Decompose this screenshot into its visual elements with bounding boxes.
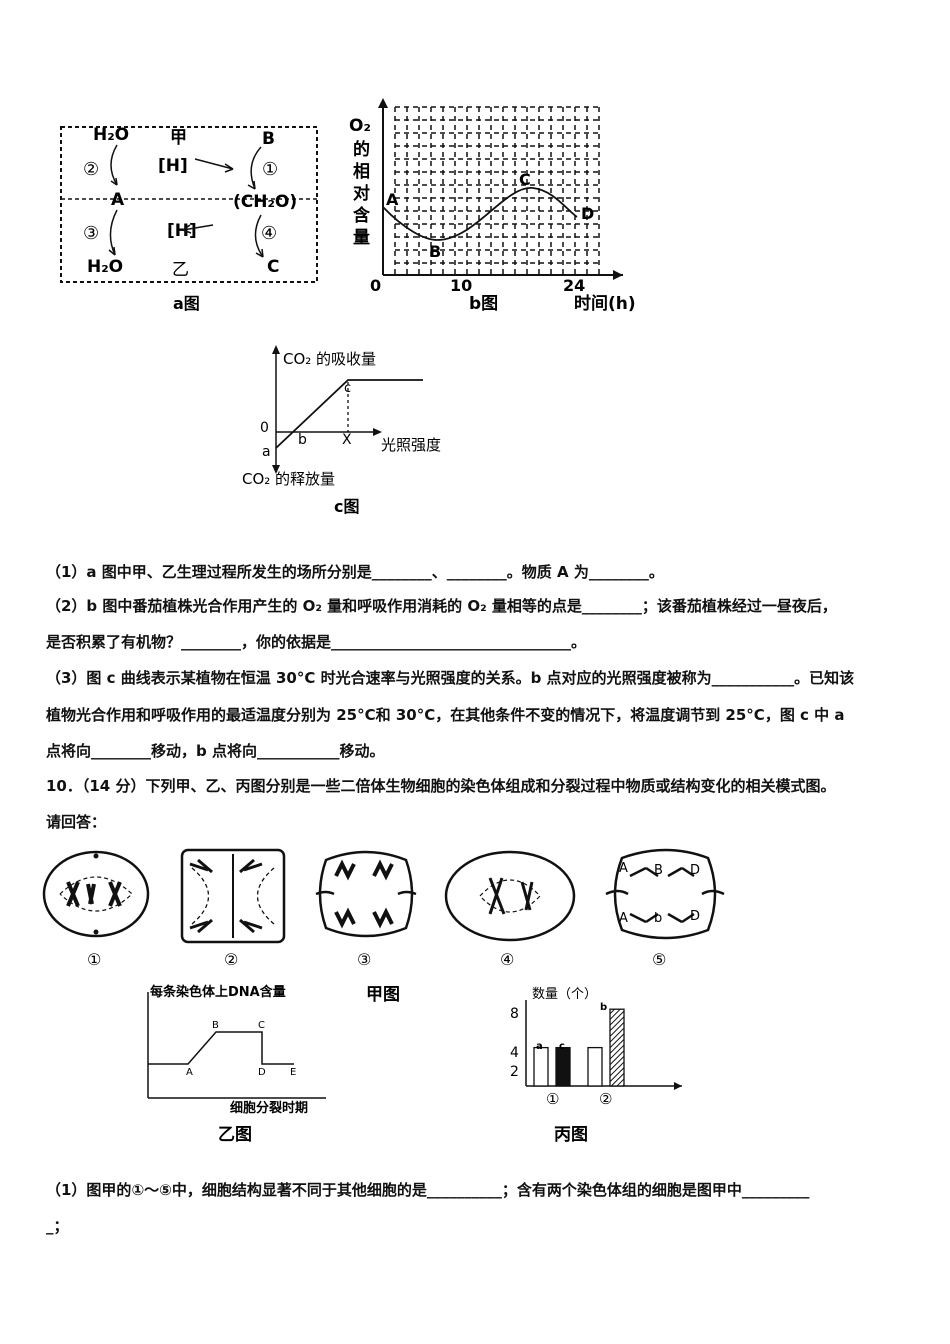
- y-bottom-label: CO₂ 的释放量: [242, 470, 335, 488]
- bar-c-1: [555, 1046, 571, 1087]
- h2o-bottom: H₂O: [87, 257, 123, 277]
- y-tick-8: 8: [510, 1006, 519, 1022]
- bar-label-c: c: [559, 1041, 565, 1052]
- point-c: C: [519, 170, 531, 189]
- figure-a-caption: a图: [173, 294, 200, 313]
- point-d: D: [581, 204, 594, 223]
- step-4: ④: [261, 223, 277, 244]
- y-label-1: 的: [353, 139, 370, 160]
- bar-label-b: b: [600, 1002, 607, 1013]
- a-label: A: [111, 190, 125, 210]
- x-tick-0: 0: [370, 276, 381, 295]
- jia-label: 甲: [170, 128, 187, 148]
- ch2o-label: (CH₂O): [233, 192, 297, 212]
- point-b: B: [429, 242, 441, 261]
- q9-part3-line3: 点将向________移动，b 点将向___________移动。: [46, 742, 385, 760]
- figure-c-caption: c图: [334, 497, 360, 516]
- x-axis-label: 细胞分裂时期: [230, 1100, 308, 1116]
- jia-caption: 甲图: [366, 985, 400, 1005]
- y-top-label: CO₂ 的吸收量: [283, 350, 376, 368]
- cell5-label-d1: D: [690, 863, 700, 878]
- yi-point-b: B: [212, 1020, 219, 1031]
- figure-c: CO₂ 的吸收量 c 0 a b X 光照强度 CO₂ 的释放量 c图: [242, 345, 441, 516]
- x-tick-10: 10: [450, 276, 472, 295]
- q9-part3-line2: 植物光合作用和呼吸作用的最适温度分别为 25°C和 30°C，在其他条件不变的情…: [46, 706, 845, 724]
- yi-point-d: D: [258, 1067, 266, 1078]
- q9-part3-line1: （3）图 c 曲线表示某植物在恒温 30°C 时光合速率与光照强度的关系。b 点…: [46, 669, 855, 687]
- step-2: ②: [83, 159, 99, 180]
- cell5-label-a2: A: [619, 911, 628, 926]
- point-b: b: [298, 432, 307, 448]
- cell5-label-d2: D: [690, 909, 700, 924]
- figure-bing-chart: 数量（个） 8 4 2 a c b ① ② 丙图: [510, 987, 682, 1145]
- figure-b: O₂ 的 相 对 含 量 A B C D 0 10 24 b图 时间(h): [349, 98, 636, 314]
- y-tick-4: 4: [510, 1045, 519, 1061]
- figure-jia: A B D A b D ① ② ③ ④ ⑤ 甲图: [42, 848, 725, 1005]
- q9-part1: （1）a 图中甲、乙生理过程所发生的场所分别是________、________…: [46, 563, 664, 581]
- h-bottom: [H]: [167, 221, 197, 241]
- bar-c-2: [609, 1008, 625, 1087]
- group-label-1: ①: [546, 1090, 559, 1108]
- figure-a: H₂O 甲 B ② [H] ① A (CH₂O) ③ [H] ④ H₂O 乙 C…: [60, 125, 318, 313]
- x-tick-24: 24: [563, 276, 585, 295]
- yi-point-c: C: [258, 1020, 265, 1031]
- bing-caption: 丙图: [554, 1125, 588, 1145]
- point-a: a: [262, 444, 271, 460]
- y-label-5: 量: [353, 227, 370, 248]
- h2o-top: H₂O: [93, 125, 129, 145]
- q9-part2-line2: 是否积累了有机物？________，你的依据是_________________…: [46, 633, 587, 651]
- yi-point-e: E: [290, 1067, 296, 1078]
- q10-intro-line1: 10．（14 分）下列甲、乙、丙图分别是一些二倍体生物细胞的染色体组成和分裂过程…: [46, 777, 836, 795]
- c-label: C: [267, 257, 279, 277]
- y-axis-label: 每条染色体上DNA含量: [150, 984, 286, 1000]
- cell5-label-b2: b: [654, 911, 662, 926]
- point-c: c: [344, 381, 351, 396]
- group-label-2: ②: [599, 1090, 612, 1108]
- y-label-3: 对: [353, 183, 370, 204]
- yi-label: 乙: [172, 260, 189, 280]
- y-tick-2: 2: [510, 1064, 519, 1080]
- cell-label-5: ⑤: [652, 950, 666, 969]
- point-x: X: [342, 432, 352, 448]
- q10-part1-line2: _；: [46, 1217, 69, 1235]
- cell5-label-a1: A: [619, 861, 628, 876]
- cell-label-3: ③: [357, 950, 371, 969]
- q9-part2-line1: （2）b 图中番茄植株光合作用产生的 O₂ 量和呼吸作用消耗的 O₂ 量相等的点…: [46, 597, 837, 615]
- figure-yi: 每条染色体上DNA含量 A B C D E 细胞分裂时期 乙图: [147, 984, 326, 1145]
- zero-label: 0: [260, 420, 269, 436]
- y-label-0: O₂: [349, 116, 371, 136]
- yi-caption: 乙图: [218, 1125, 252, 1145]
- h-top: [H]: [158, 156, 188, 176]
- y-axis-label: 数量（个）: [532, 987, 597, 1002]
- step-3: ③: [83, 223, 99, 244]
- figure-b-caption: b图: [469, 294, 498, 314]
- x-axis-label: 光照强度: [381, 436, 441, 454]
- cell-label-1: ①: [87, 950, 101, 969]
- cell-label-4: ④: [500, 950, 514, 969]
- x-axis-label: 时间(h): [574, 293, 636, 314]
- q10-part1-line1: （1）图甲的①～⑤中，细胞结构显著不同于其他细胞的是__________；含有两…: [46, 1181, 810, 1199]
- cell-label-2: ②: [224, 950, 238, 969]
- cell5-label-b: B: [654, 863, 663, 878]
- y-label-4: 含: [353, 205, 371, 226]
- y-label-2: 相: [353, 161, 370, 182]
- step-1: ①: [262, 159, 278, 180]
- yi-point-a: A: [186, 1067, 193, 1078]
- b-label: B: [262, 129, 275, 149]
- bar-a-2: [587, 1046, 603, 1087]
- point-a: A: [386, 190, 399, 209]
- bar-label-a: a: [536, 1041, 543, 1052]
- bar-a-1: [533, 1046, 549, 1087]
- q10-intro-line2: 请回答：: [46, 813, 107, 831]
